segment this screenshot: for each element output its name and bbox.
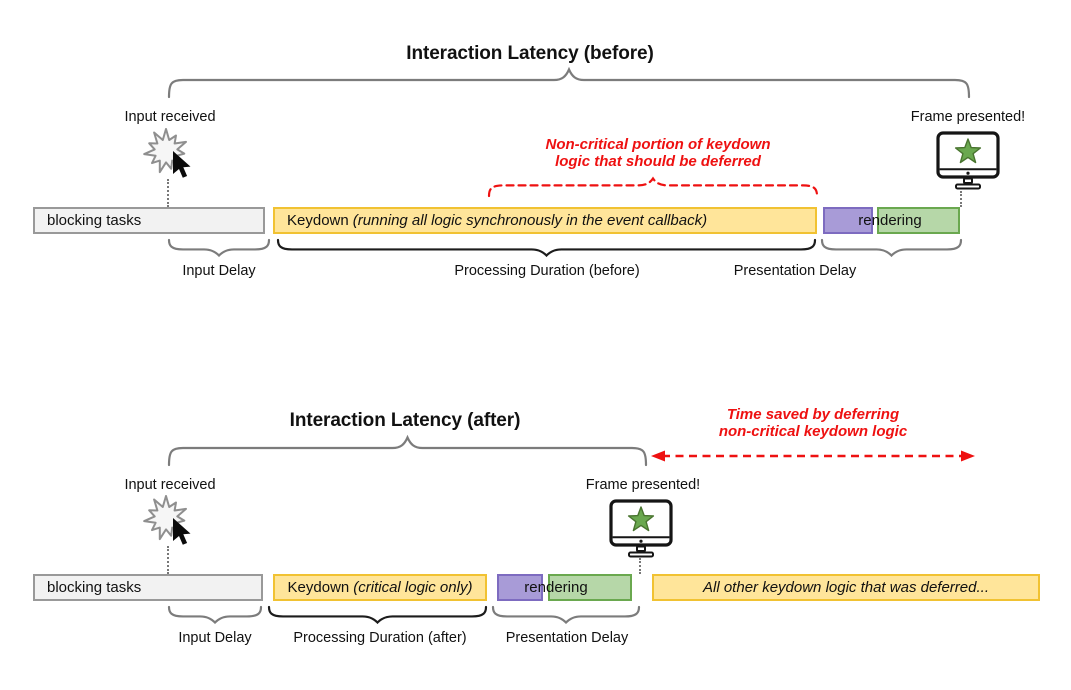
bar-label-detail: (running all logic synchronously in the … [352, 212, 708, 229]
after-input-delay-label: Input Delay [178, 630, 252, 646]
mouse-cursor-icon [173, 151, 191, 178]
after-input-received-label: Input received [124, 477, 216, 493]
before-deferred-brace [487, 176, 819, 198]
time-saved-arrow [651, 450, 975, 462]
before-input-delay-brace [167, 238, 271, 258]
before-blocking-tasks-bar: blocking tasks [33, 207, 265, 234]
after-latency-brace [167, 434, 648, 467]
before-processing-label: Processing Duration (before) [454, 263, 640, 279]
bar-label-detail: (critical logic only) [353, 579, 473, 596]
monitor-with-star-icon [609, 499, 673, 558]
before-frame-presented-label: Frame presented! [910, 109, 1026, 125]
before-title: Interaction Latency (before) [406, 43, 654, 64]
bar-label: Keydown [287, 579, 350, 596]
before-rendering-label: rendering [858, 212, 922, 229]
bar-label: blocking tasks [47, 579, 142, 596]
note-line: logic that should be deferred [555, 153, 761, 171]
after-blocking-tasks-bar: blocking tasks [33, 574, 263, 601]
before-paint-bar [877, 207, 960, 234]
mouse-cursor-icon [173, 518, 191, 545]
before-input-connector-line [167, 179, 169, 207]
click-starburst-icon [143, 128, 191, 178]
after-title: Interaction Latency (after) [289, 410, 521, 431]
note-line: non-critical keydown logic [718, 423, 908, 441]
after-time-saved-note: Time saved by deferring non-critical key… [663, 406, 963, 441]
note-line: Time saved by deferring [726, 406, 900, 423]
after-frame-presented-label: Frame presented! [585, 477, 701, 493]
bar-label: All other keydown logic that was deferre… [703, 579, 989, 596]
before-input-received-label: Input received [124, 109, 216, 125]
star-icon [954, 138, 982, 164]
before-deferred-note: Non-critical portion of keydown logic th… [508, 136, 808, 171]
after-presentation-label: Presentation Delay [505, 630, 629, 646]
after-processing-brace [267, 605, 488, 625]
before-render-bar [823, 207, 873, 234]
before-latency-brace [167, 66, 971, 99]
click-starburst-icon [143, 495, 191, 545]
before-frame-connector-line [960, 191, 962, 207]
after-processing-label: Processing Duration (after) [293, 630, 467, 646]
before-keydown-bar: Keydown (running all logic synchronously… [273, 207, 817, 234]
before-input-delay-label: Input Delay [182, 263, 256, 279]
monitor-with-star-icon [936, 131, 1000, 190]
star-icon [627, 506, 655, 532]
after-deferred-bar: All other keydown logic that was deferre… [652, 574, 1040, 601]
after-paint-bar [548, 574, 632, 601]
bar-label: blocking tasks [47, 212, 142, 229]
after-presentation-brace [491, 605, 641, 625]
after-render-bar [497, 574, 543, 601]
before-presentation-label: Presentation Delay [733, 263, 857, 279]
after-input-delay-brace [167, 605, 263, 625]
after-rendering-label: rendering [524, 579, 588, 596]
after-keydown-bar: Keydown (critical logic only) [273, 574, 487, 601]
note-line: Non-critical portion of keydown [545, 136, 771, 153]
before-presentation-brace [820, 238, 963, 258]
before-processing-brace [276, 238, 817, 258]
after-input-connector-line [167, 546, 169, 574]
after-frame-connector-line [639, 558, 641, 574]
bar-label: Keydown [287, 212, 349, 229]
